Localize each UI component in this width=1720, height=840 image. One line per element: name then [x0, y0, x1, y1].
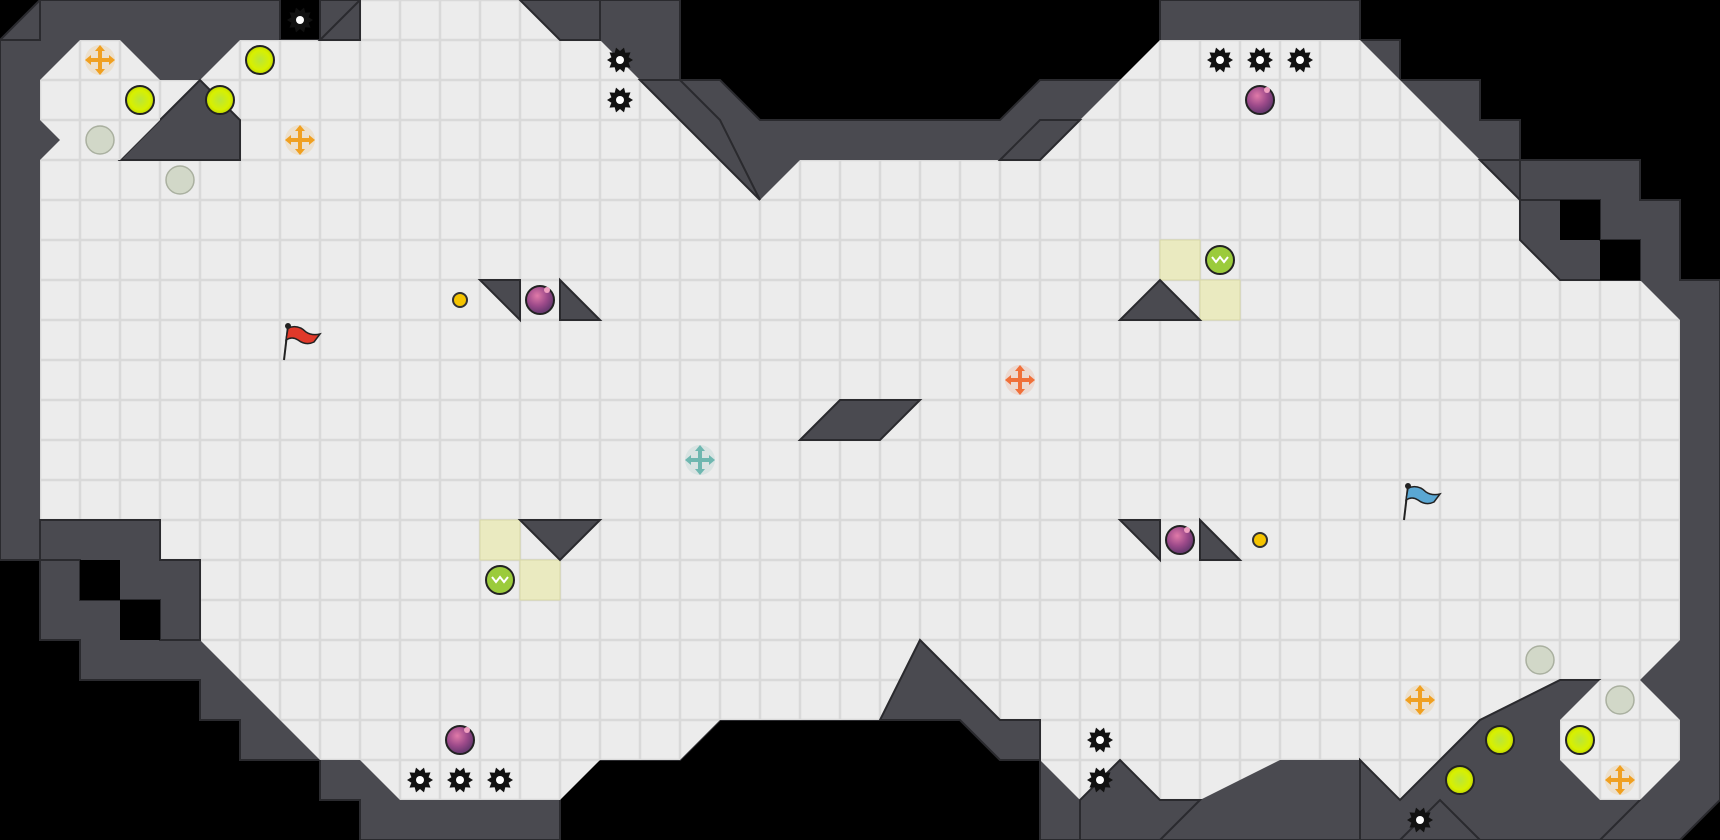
blue-team-powerup-icon [685, 445, 715, 475]
inactive-boost-icon [85, 125, 115, 155]
bottom-right-room [1560, 680, 1680, 800]
spike-icon [1087, 767, 1113, 793]
boost-pad-icon [1445, 765, 1475, 795]
wall-holes [80, 200, 1640, 640]
neutral-powerup-icon [285, 125, 315, 155]
boost-pad-icon [1485, 725, 1515, 755]
blue-flag-icon [1403, 483, 1442, 521]
neutral-powerup-icon [85, 45, 115, 75]
inactive-boost-icon [165, 165, 195, 195]
spike-icon [447, 767, 473, 793]
portal-icon [485, 565, 515, 595]
bomb-icon [1245, 85, 1275, 115]
boost-pad-icon [245, 45, 275, 75]
spike-icon [1247, 47, 1273, 73]
boost-pad-icon [205, 85, 235, 115]
boost-pad-icon [1565, 725, 1595, 755]
button-icon [452, 292, 468, 308]
spike-icon [1207, 47, 1233, 73]
bomb-icon [1165, 525, 1195, 555]
neutral-powerup-icon [1405, 685, 1435, 715]
inactive-boost-icon [1525, 645, 1555, 675]
spike-icon [287, 7, 313, 33]
red-team-powerup-icon [1005, 365, 1035, 395]
bomb-icon [525, 285, 555, 315]
inactive-boost-icon [1605, 685, 1635, 715]
spike-icon [1287, 47, 1313, 73]
spike-icon [1087, 727, 1113, 753]
red-flag-icon [283, 323, 322, 361]
top-left-room [40, 40, 160, 160]
gate-tiles [479, 239, 1241, 601]
spike-icon [607, 87, 633, 113]
button-icon [1252, 532, 1268, 548]
portal-icon [1205, 245, 1235, 275]
spike-icon [607, 47, 633, 73]
triangle-walls [477, 277, 1243, 563]
neutral-powerup-icon [1605, 765, 1635, 795]
boost-pad-icon [125, 85, 155, 115]
spike-icon [1407, 807, 1433, 833]
spike-icon [407, 767, 433, 793]
bomb-icon [445, 725, 475, 755]
spike-icon [487, 767, 513, 793]
